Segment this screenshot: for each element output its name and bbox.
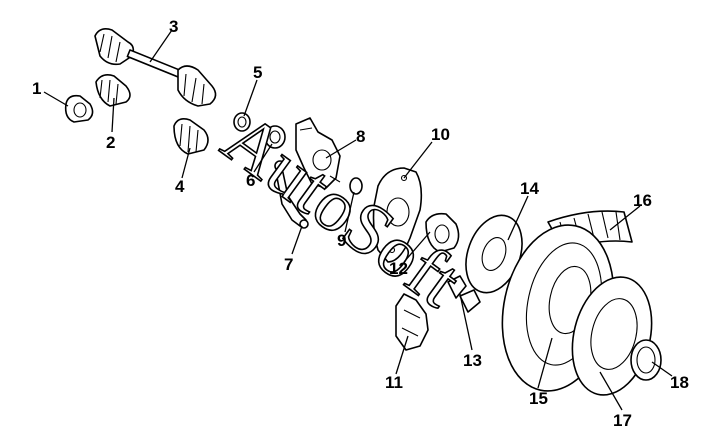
part-5-ring [233,112,251,132]
part-9-ring [349,177,363,195]
part-7-sensor [274,160,309,229]
part-3-drive-shaft [94,28,217,107]
callout-12: 12 [389,259,408,278]
callout-7: 7 [284,255,293,274]
callout-1: 1 [32,79,41,98]
callout-3: 3 [169,17,178,36]
callout-5: 5 [253,63,262,82]
part-4-joint [173,118,209,155]
part-18-cap [630,339,662,381]
callout-10: 10 [431,125,450,144]
callout-14: 14 [520,179,539,198]
leader-lines [43,29,673,411]
callout-15: 15 [529,389,548,408]
callout-8: 8 [356,127,365,146]
part-13-pads [447,275,481,313]
part-2-joint-boot [95,74,131,107]
callout-6: 6 [246,171,255,190]
callout-9: 9 [337,231,346,250]
part-1-joint [64,94,94,123]
callout-16: 16 [633,191,652,210]
part-8-knuckle [295,117,341,189]
callout-18: 18 [670,373,689,392]
callout-11: 11 [385,373,403,392]
part-10-dust-shield [372,167,423,263]
callout-4: 4 [175,177,185,196]
callout-17: 17 [613,411,632,430]
callout-13: 13 [463,351,482,370]
part-6-bearing [264,125,286,149]
part-11-caliper [395,293,429,351]
part-12-hub [425,212,460,253]
callout-2: 2 [106,133,115,152]
